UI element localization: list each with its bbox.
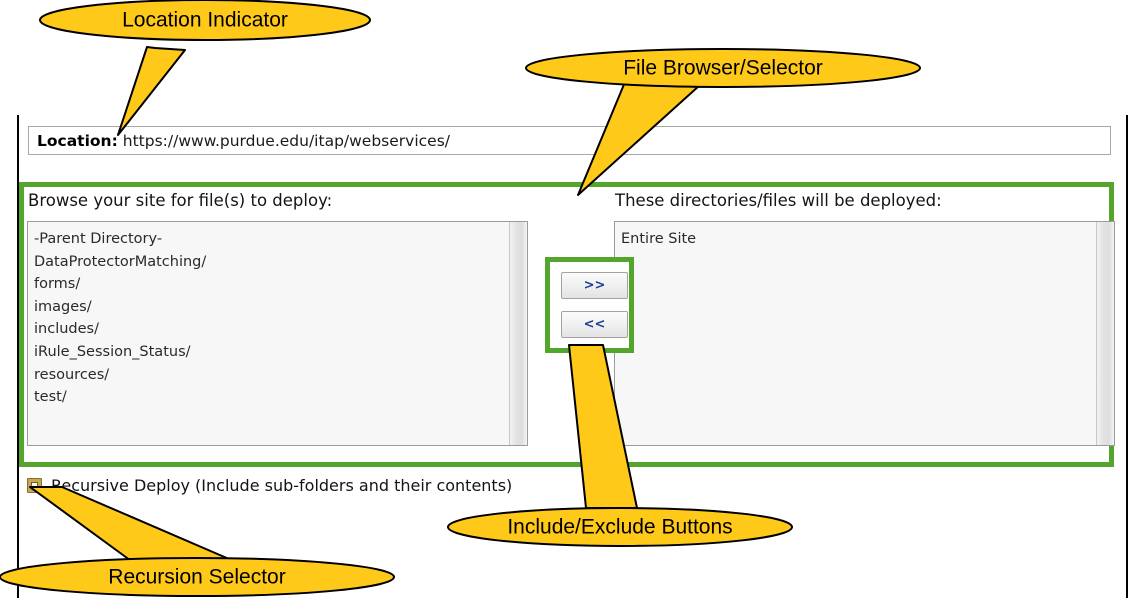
list-item[interactable]: resources/ xyxy=(34,366,110,383)
location-url-text: https://www.purdue.edu/itap/webservices/ xyxy=(122,131,450,150)
list-item[interactable]: -Parent Directory- xyxy=(34,231,163,247)
callout-bubble xyxy=(525,48,921,88)
target-file-list-items[interactable]: Entire Site xyxy=(615,222,1096,445)
source-panel-heading: Browse your site for file(s) to deploy: xyxy=(28,191,333,210)
location-label: Location: xyxy=(37,131,118,150)
callout-label: File Browser/Selector xyxy=(623,57,823,80)
transfer-buttons-highlight-box: >> << xyxy=(545,257,634,353)
list-item[interactable]: forms/ xyxy=(34,276,81,293)
include-button[interactable]: >> xyxy=(561,272,628,299)
list-item[interactable]: DataProtectorMatching/ xyxy=(34,253,207,270)
list-item[interactable]: Entire Site xyxy=(621,231,697,247)
list-item[interactable]: test/ xyxy=(34,389,67,406)
list-item[interactable]: images/ xyxy=(34,298,92,315)
recursive-deploy-checkbox[interactable] xyxy=(27,477,42,493)
deploy-tool-window: Location: https://www.purdue.edu/itap/we… xyxy=(17,115,1128,598)
source-list-scrollbar[interactable] xyxy=(509,222,527,445)
callout-label: Location Indicator xyxy=(122,9,288,32)
list-item[interactable]: includes/ xyxy=(34,321,99,338)
recursive-deploy-row[interactable]: Recursive Deploy (Include sub-folders an… xyxy=(27,475,512,495)
target-file-list[interactable]: Entire Site xyxy=(614,221,1115,446)
target-list-scrollbar[interactable] xyxy=(1096,222,1114,445)
target-panel-heading: These directories/files will be deployed… xyxy=(615,191,942,210)
source-file-list[interactable]: -Parent Directory- DataProtectorMatching… xyxy=(27,221,528,446)
list-item[interactable]: iRule_Session_Status/ xyxy=(34,343,191,360)
recursive-deploy-label: Recursive Deploy (Include sub-folders an… xyxy=(51,475,513,495)
callout-bubble xyxy=(39,0,371,41)
source-file-list-items[interactable]: -Parent Directory- DataProtectorMatching… xyxy=(28,222,509,445)
location-field[interactable]: Location: https://www.purdue.edu/itap/we… xyxy=(28,126,1111,155)
exclude-button[interactable]: << xyxy=(561,311,628,338)
